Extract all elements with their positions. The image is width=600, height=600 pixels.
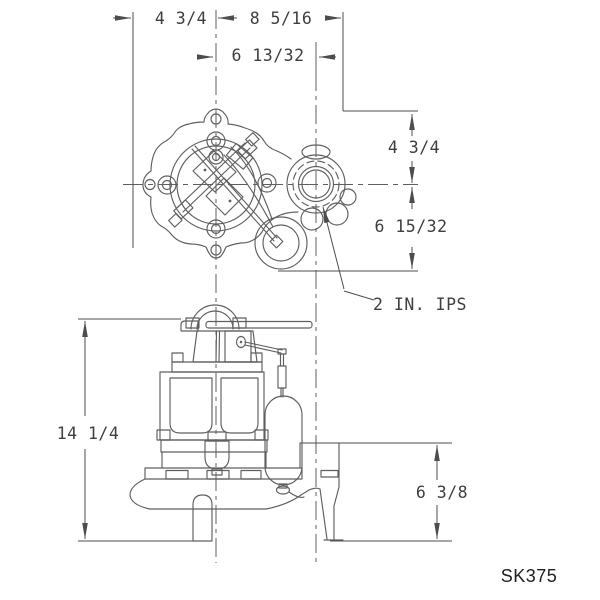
flange-bolt-hole-left — [144, 178, 156, 191]
lifting-handle-loop — [254, 216, 308, 270]
dim-discharge-height: 6 3/8 — [416, 483, 468, 502]
dim-center-to-discharge: 6 13/32 — [231, 46, 304, 65]
dim-overall-height: 14 1/4 — [57, 424, 120, 443]
drawing-code: SK375 — [501, 566, 558, 586]
dim-center-to-handle-bottom: 6 15/32 — [374, 217, 447, 236]
boss-dot — [203, 168, 207, 172]
float-guard-plate — [205, 320, 313, 329]
cord-entry-boss — [180, 320, 199, 332]
side-view — [129, 304, 344, 542]
front-leg — [192, 494, 213, 542]
clamp-bar — [168, 132, 260, 228]
discharge-pipe-side — [299, 442, 344, 541]
housing-window-right — [220, 377, 259, 434]
discharge-connection — [286, 144, 357, 231]
dim-flange-top-to-center: 4 3/4 — [388, 138, 440, 157]
oil-plug — [204, 440, 230, 470]
housing-window-left — [169, 377, 213, 434]
seal-plate-band — [144, 467, 303, 480]
lifting-handle-top — [223, 142, 308, 270]
float-rod-top — [191, 145, 284, 249]
float — [264, 395, 303, 486]
dim-top-left-width: 4 3/4 — [155, 9, 207, 28]
callout-discharge-ips: 2 IN. IPS — [373, 295, 467, 314]
float-switch — [244, 341, 305, 499]
motor-cap-flange — [171, 361, 263, 373]
boss-dot — [228, 199, 232, 203]
bearing-flange — [160, 439, 268, 453]
dimension-lines — [78, 12, 452, 542]
pump-volute — [129, 478, 310, 510]
top-view — [142, 108, 357, 270]
dim-top-right-width: 8 5/16 — [250, 9, 313, 28]
centerlines — [123, 10, 418, 563]
float-rod-sleeve — [277, 365, 287, 389]
handle-pivot-bracket — [225, 142, 254, 170]
